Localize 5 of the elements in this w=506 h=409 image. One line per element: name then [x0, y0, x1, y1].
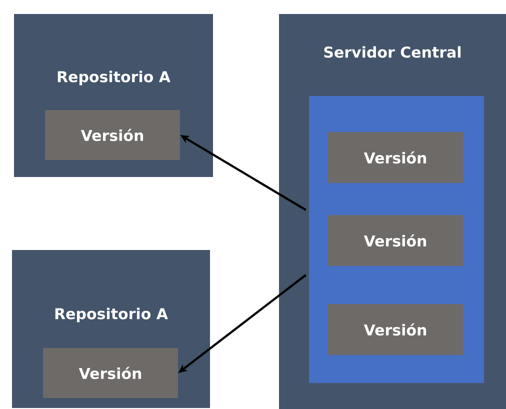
version-box: Versión — [328, 214, 463, 266]
version-box: Versión — [328, 304, 463, 355]
version-box: Versión — [328, 132, 463, 183]
version-box: Versión — [43, 348, 178, 398]
version-box: Versión — [45, 110, 180, 160]
